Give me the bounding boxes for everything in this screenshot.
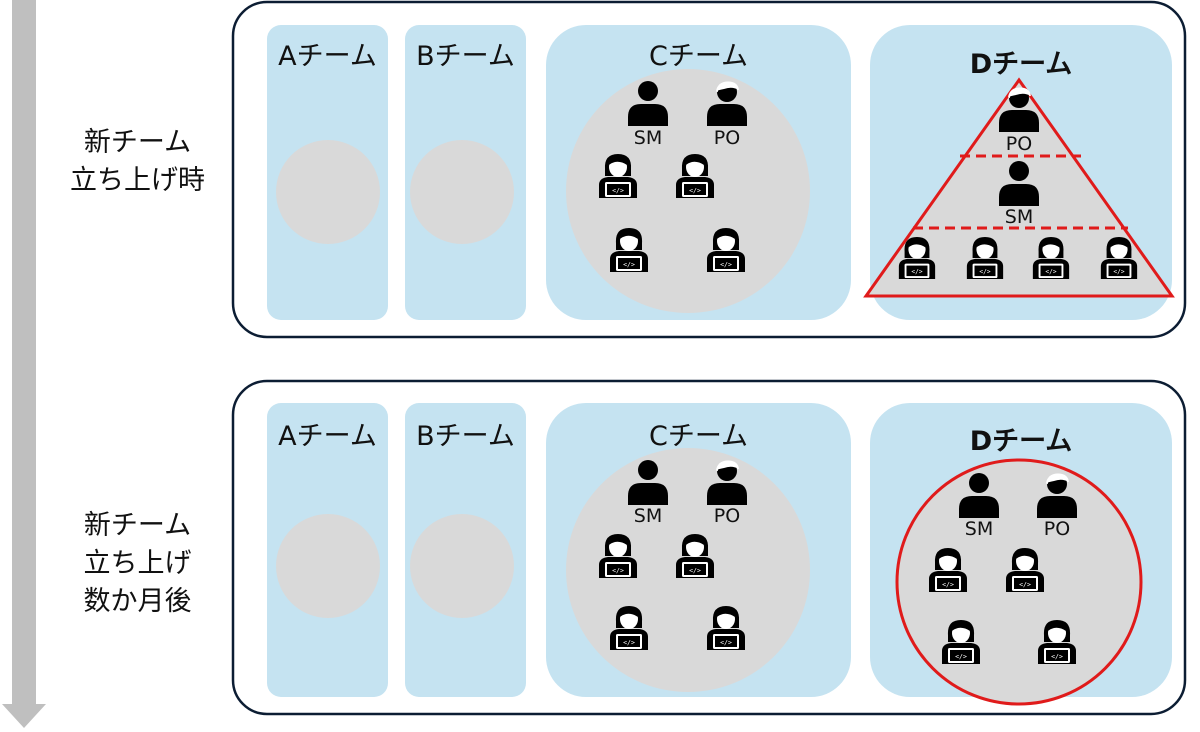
phase-label-line: 新チーム (83, 510, 192, 541)
team-a-title: Aチーム (278, 421, 377, 452)
team-a-title: Aチーム (278, 41, 377, 72)
team-d-title: Dチーム (969, 426, 1073, 457)
team-d-title: Dチーム (969, 49, 1073, 80)
team-b-empty-circle-2 (410, 514, 514, 618)
role-label-sm: SM (1004, 206, 1034, 228)
phase-label-line: 新チーム (83, 127, 192, 158)
team-c-title: Cチーム (648, 41, 749, 72)
timeline-arrow (2, 0, 46, 728)
role-label-sm: SM (633, 127, 663, 149)
phase-label-line: 数か月後 (83, 586, 192, 617)
phase-label-1: 新チーム 立ち上げ時 (55, 124, 220, 200)
team-b-title: Bチーム (416, 421, 515, 452)
team-a-empty-circle-2 (276, 514, 380, 618)
role-label-po: PO (713, 127, 741, 149)
team-b-empty-circle-1 (410, 140, 514, 244)
team-b-title: Bチーム (416, 41, 515, 72)
team-c-title: Cチーム (648, 421, 749, 452)
role-label-po: PO (1043, 518, 1071, 540)
role-label-po: PO (1005, 133, 1033, 155)
role-label-sm: SM (633, 505, 663, 527)
phase-label-2: 新チーム 立ち上げ 数か月後 (55, 507, 220, 621)
team-a-empty-circle-1 (276, 140, 380, 244)
phase-label-line: 立ち上げ時 (70, 165, 205, 196)
phase-label-line: 立ち上げ (83, 548, 192, 579)
role-label-po: PO (713, 505, 741, 527)
role-label-sm: SM (964, 518, 994, 540)
